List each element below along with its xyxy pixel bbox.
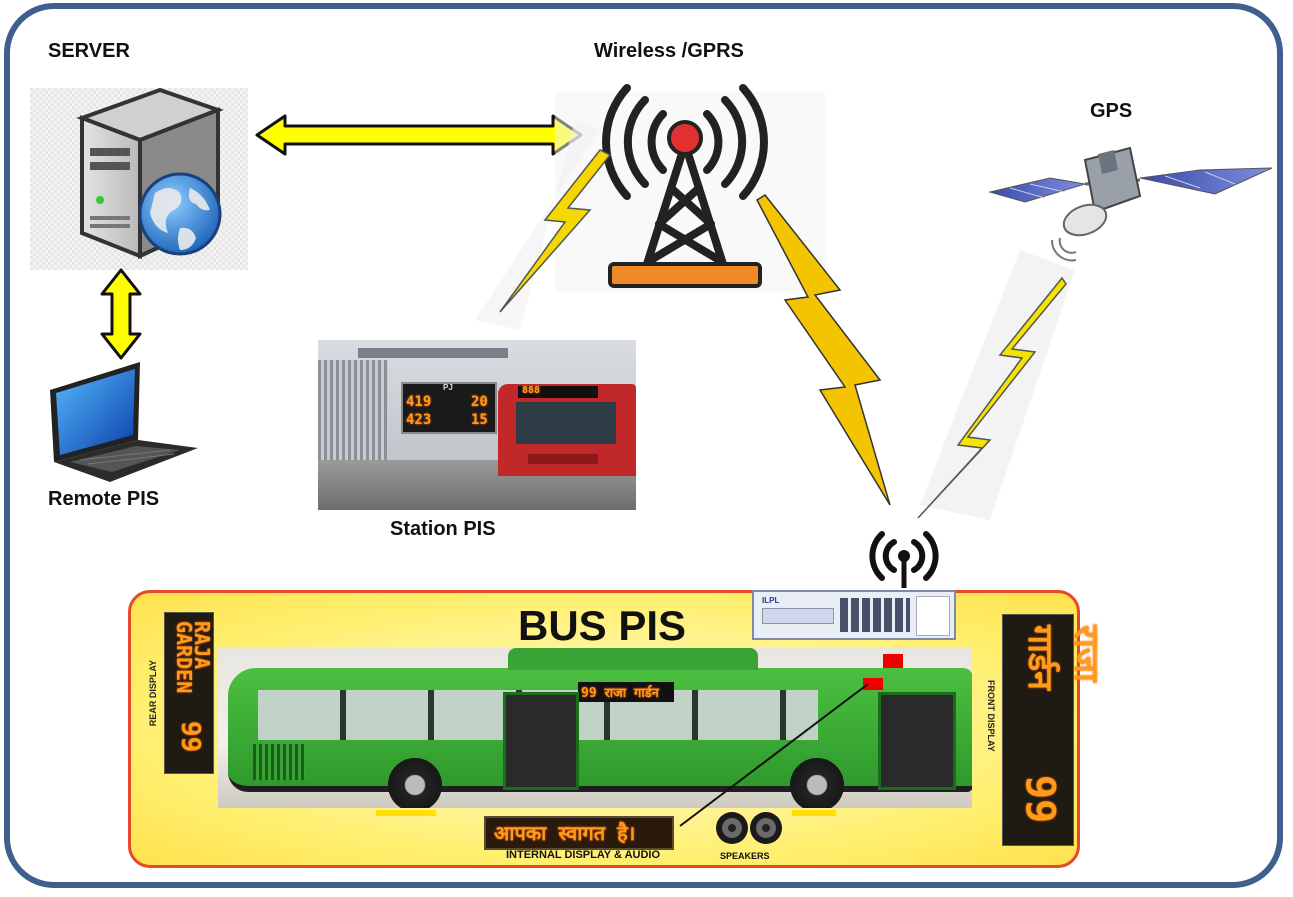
- internal-display-text: आपका स्वागत है।: [494, 821, 636, 845]
- station-pis-scene: PJ 419 20 423 15 888: [318, 340, 636, 510]
- front-wheel-marker: [792, 810, 836, 816]
- internal-display-caption: INTERNAL DISPLAY & AUDIO: [506, 849, 661, 861]
- server-label: SERVER: [48, 40, 130, 62]
- server-icon: [30, 87, 248, 270]
- bus-front-door: [878, 692, 956, 790]
- device-panel: [916, 596, 950, 636]
- station-bus-sign: 888: [518, 385, 598, 398]
- remote-pis-label: Remote PIS: [48, 488, 160, 510]
- station-bus-windshield: [516, 402, 616, 444]
- front-display-caption: FRONT DISPLAY: [986, 680, 996, 752]
- bus-side-display-text: 99 राजा गार्डन: [581, 686, 659, 701]
- device-brand: ILPL: [762, 596, 780, 605]
- bus-pis-title: BUS PIS: [518, 602, 687, 649]
- server-laptop-arrow: [100, 268, 142, 360]
- bus-photo: 99 राजा गार्डन: [218, 648, 972, 808]
- controller-device: ILPL: [752, 590, 956, 640]
- device-keypad: [840, 598, 910, 632]
- front-display-text: राजा गार्डन: [1020, 625, 1106, 691]
- rear-display-route: 99: [175, 721, 205, 753]
- station-row-2-route: 423: [406, 412, 432, 428]
- front-display: राजा गार्डन 99: [1002, 614, 1106, 846]
- speakers-caption: SPEAKERS: [720, 851, 770, 861]
- rear-wheel-marker: [376, 810, 436, 816]
- wireless-label: Wireless /GPRS: [594, 40, 744, 62]
- gps-label: GPS: [1090, 100, 1133, 122]
- speakers-icon: [716, 812, 782, 844]
- server-tower-arrow: [255, 114, 583, 156]
- laptop-icon: [50, 362, 198, 482]
- shelter-roof: [358, 348, 508, 358]
- device-screen: [762, 608, 834, 624]
- bus-roof-light: [883, 654, 903, 668]
- station-row-1-route: 419: [406, 394, 432, 410]
- station-bus: 888: [498, 384, 636, 476]
- internal-display: आपका स्वागत है।: [484, 816, 674, 850]
- rear-display: RAJA GARDEN 99: [164, 612, 214, 774]
- bus-middle-door: [503, 692, 579, 790]
- rear-display-text: RAJA GARDEN: [172, 621, 214, 694]
- rear-display-caption: REAR DISPLAY: [148, 660, 158, 727]
- bus-side-display: 99 राजा गार्डन: [578, 682, 674, 702]
- station-row-2-minutes: 15: [471, 412, 488, 428]
- bus-front-wheel: [790, 758, 844, 808]
- bus-grille: [253, 744, 305, 780]
- station-board-header: PJ: [443, 383, 453, 392]
- station-display-board: PJ 419 20 423 15: [401, 382, 497, 434]
- bus-marker-light: [863, 678, 883, 690]
- satellite-icon: [988, 146, 1273, 262]
- bus-roof: [508, 648, 758, 670]
- station-row-1-minutes: 20: [471, 394, 488, 410]
- station-bus-bumper: [528, 454, 598, 464]
- tower-icon: [555, 84, 825, 292]
- bus-rear-wheel: [388, 758, 442, 808]
- front-display-route: 99: [1017, 775, 1063, 824]
- station-pis-label: Station PIS: [390, 518, 496, 540]
- bus-antenna-icon: [869, 531, 939, 588]
